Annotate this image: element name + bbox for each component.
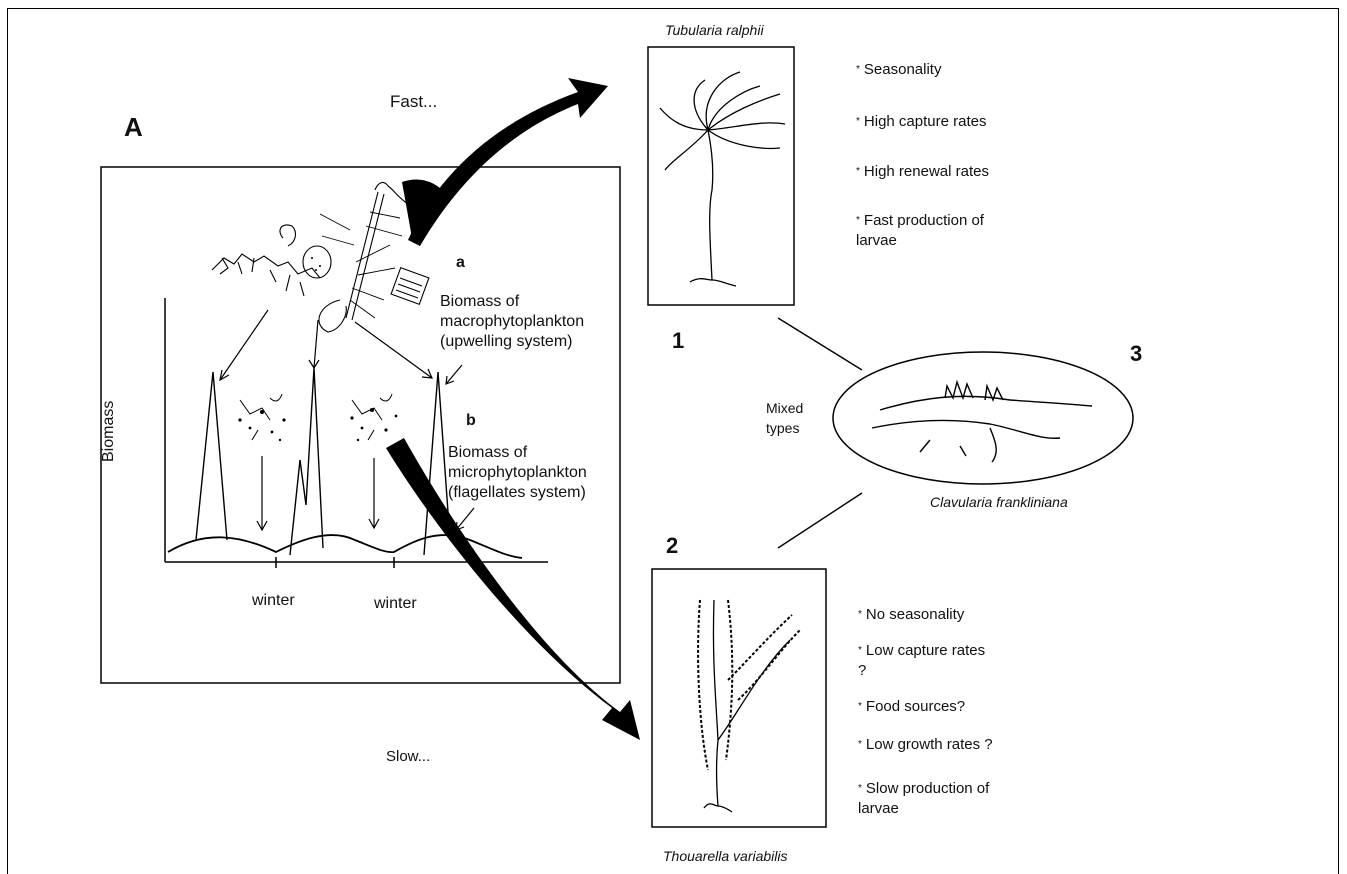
species-2-trait: Food sources?: [858, 697, 1058, 717]
species-1-trait: High renewal rates: [856, 162, 1056, 182]
mixed-types-line-2: types: [766, 420, 799, 436]
fast-label: Fast...: [390, 92, 437, 112]
a-marker: a: [456, 254, 465, 272]
b-text-line-2: microphytoplankton: [448, 464, 587, 482]
fast-arrow: [408, 78, 608, 246]
macro-peak-2: [290, 368, 323, 555]
plankton-dots: [238, 257, 397, 441]
species-1-box: [648, 47, 794, 305]
species-2-name: Thouarella variabilis: [663, 848, 788, 864]
mixed-types-line-1: Mixed: [766, 400, 803, 416]
species-2-trait: Low growth rates ?: [858, 735, 1058, 755]
winter-label-2: winter: [374, 595, 417, 613]
a-text-line-2: macrophytoplankton: [440, 313, 584, 331]
species-1-trait: High capture rates: [856, 112, 1056, 132]
species-1-trait: Fast production of larvae: [856, 211, 1026, 251]
connector-1-3: [778, 318, 862, 370]
species-2-trait: No seasonality: [858, 605, 1058, 625]
macro-peak-1: [196, 372, 227, 540]
species-3-number: 3: [1130, 341, 1142, 367]
species-1-name: Tubularia ralphii: [665, 22, 764, 38]
panel-a-box: [101, 167, 620, 683]
plankton-sketch: [212, 183, 429, 332]
connector-2-3: [778, 493, 862, 548]
clavularia-ellipse: [833, 352, 1133, 484]
a-text-line-3: (upwelling system): [440, 333, 572, 351]
b-marker: b: [466, 412, 476, 430]
tubularia-sketch: [660, 72, 785, 286]
b-text-line-3: (flagellates system): [448, 484, 586, 502]
species-1-number: 1: [672, 328, 684, 354]
species-2-number: 2: [666, 533, 678, 559]
species-2-trait: Slow production of larvae: [858, 779, 1028, 819]
a-text-line-1: Biomass of: [440, 293, 519, 311]
species-2-trait: Low capture rates ?: [858, 641, 988, 681]
slow-label: Slow...: [386, 748, 430, 765]
species-3-name: Clavularia frankliniana: [930, 494, 1068, 510]
thouarella-sketch: [704, 600, 790, 812]
clavularia-sketch: [872, 382, 1092, 462]
chart-y-label: Biomass: [100, 401, 118, 462]
panel-a-label: A: [124, 112, 143, 143]
winter-label-1: winter: [252, 592, 295, 610]
b-text-line-1: Biomass of: [448, 444, 527, 462]
species-1-trait: Seasonality: [856, 60, 1056, 80]
